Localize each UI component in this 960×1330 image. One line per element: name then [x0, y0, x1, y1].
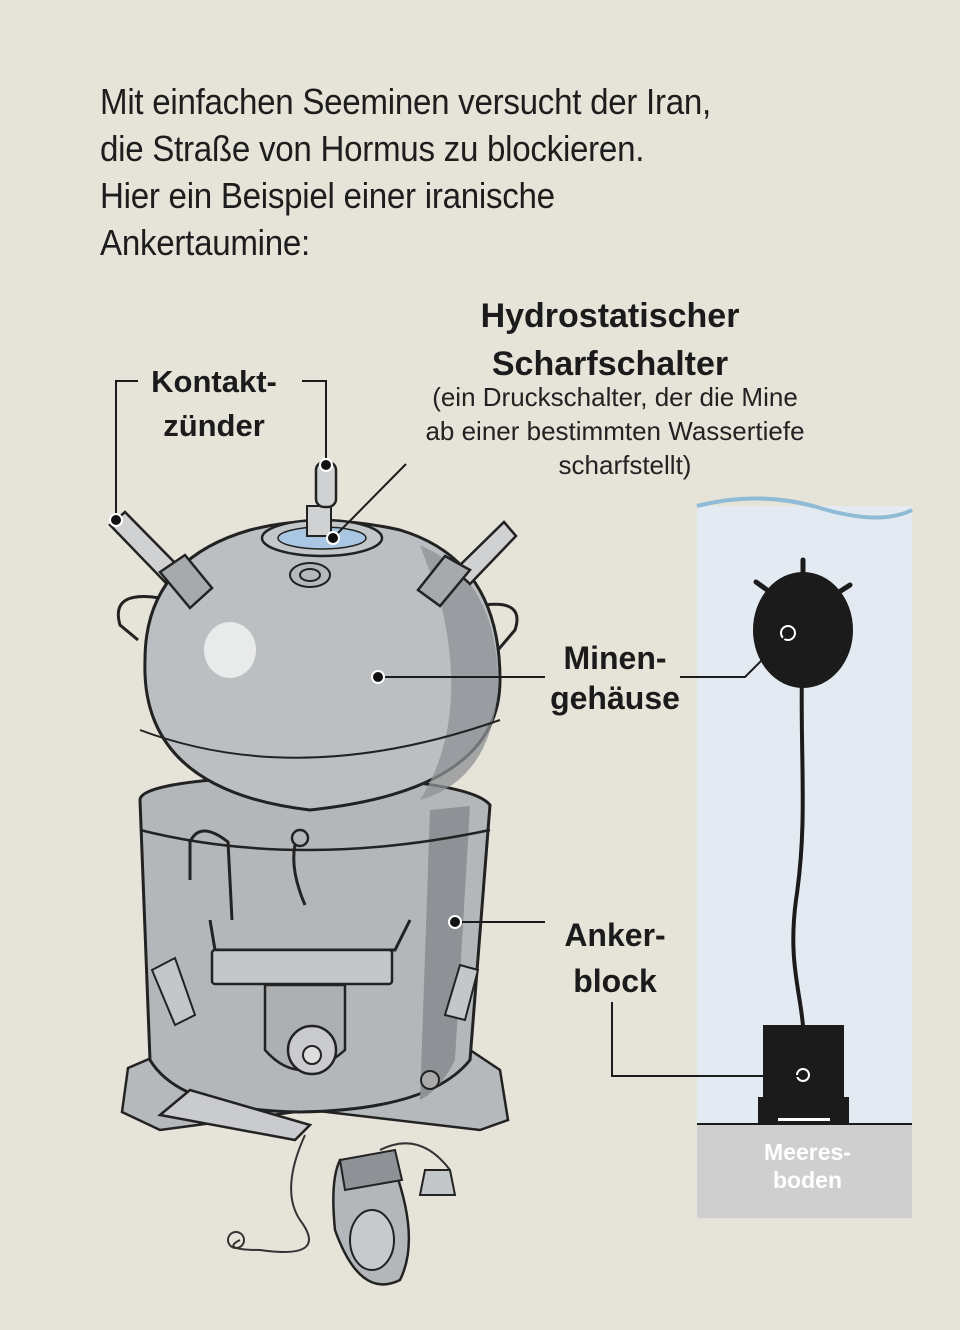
mini-anchor-icon	[758, 1025, 849, 1124]
label-kontaktzuender: Kontakt- zünder	[132, 360, 296, 448]
mine-housing	[108, 460, 519, 812]
intro-line: Mit einfachen Seeminen versucht der Iran…	[100, 81, 711, 122]
label-line: Meeres-	[764, 1139, 851, 1165]
label-line: block	[573, 963, 657, 999]
intro-line: Hier ein Beispiel einer iranische	[100, 175, 555, 216]
desc-line: (ein Druckschalter, der die Mine	[432, 382, 798, 412]
label-line: boden	[773, 1167, 842, 1193]
label-meeresboden: Meeres- boden	[745, 1138, 870, 1194]
callout-dots	[109, 458, 462, 929]
label-line: zünder	[163, 408, 265, 443]
water-panel	[696, 496, 913, 1218]
intro-line: die Straße von Hormus zu blockieren.	[100, 128, 645, 169]
leader-lines	[115, 380, 800, 1077]
hydro-description: (ein Druckschalter, der die Mine ab eine…	[360, 380, 870, 482]
label-line: Scharfschalter	[491, 345, 729, 383]
label-line: gehäuse	[550, 680, 680, 716]
label-line: Minen-	[563, 640, 667, 676]
label-line: Hydrostatischer	[480, 297, 740, 335]
label-ankerblock: Anker- block	[540, 912, 690, 1004]
intro-line: Ankertaumine:	[100, 222, 310, 263]
desc-line: scharfstellt)	[558, 450, 692, 480]
label-minengehaeuse: Minen- gehäuse	[530, 638, 700, 718]
mini-mine-icon	[753, 557, 853, 688]
label-line: Anker-	[564, 917, 666, 953]
desc-line: ab einer bestimmten Wassertiefe	[425, 416, 805, 446]
label-hydrostatischer-scharfschalter: Hydrostatischer Scharfschalter	[400, 292, 820, 388]
intro-text: Mit einfachen Seeminen versucht der Iran…	[100, 78, 854, 266]
label-line: Kontakt-	[151, 364, 277, 399]
anchor-block	[120, 773, 510, 1286]
seabed	[697, 1124, 912, 1218]
